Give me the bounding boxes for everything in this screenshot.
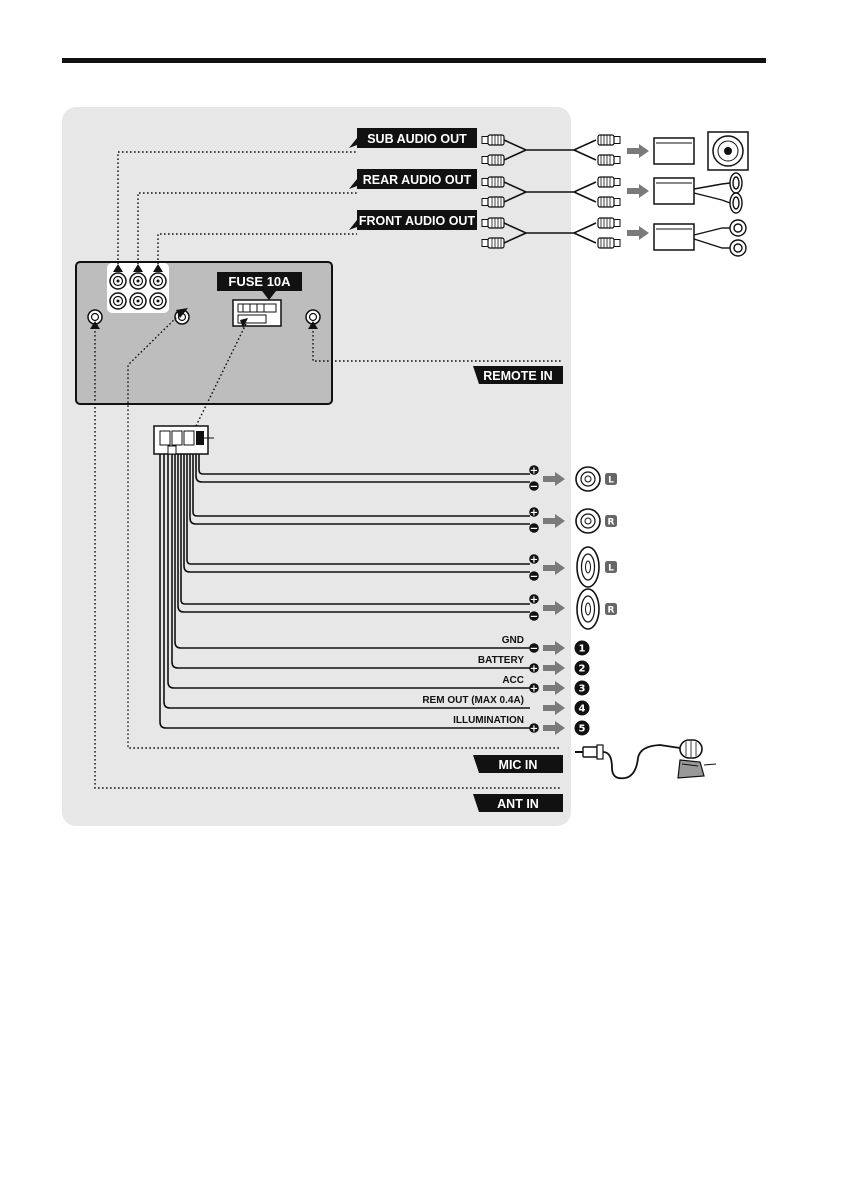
svg-text:ANT IN: ANT IN bbox=[497, 797, 539, 811]
svg-text:FRONT AUDIO OUT: FRONT AUDIO OUT bbox=[359, 214, 476, 228]
arrow-to-front-amp bbox=[627, 226, 649, 240]
svg-text:+: + bbox=[530, 724, 538, 735]
svg-text:+: + bbox=[530, 508, 538, 519]
svg-text:L: L bbox=[608, 564, 614, 574]
speaker-oval-icon bbox=[577, 547, 599, 587]
tag-sub-audio-out: SUB AUDIO OUT bbox=[349, 128, 477, 148]
svg-text:REAR AUDIO OUT: REAR AUDIO OUT bbox=[363, 173, 472, 187]
svg-text:3: 3 bbox=[579, 684, 586, 695]
svg-text:2: 2 bbox=[579, 664, 586, 675]
rca-jack-sub-bottom bbox=[110, 293, 126, 309]
svg-text:4: 4 bbox=[579, 704, 586, 715]
svg-text:L: L bbox=[608, 476, 614, 486]
number-badge-4: 4 bbox=[575, 701, 590, 716]
svg-text:+: + bbox=[530, 595, 538, 606]
svg-text:−: − bbox=[530, 612, 538, 623]
tag-front-audio-out: FRONT AUDIO OUT bbox=[349, 210, 477, 230]
tag-ant-in: ANT IN bbox=[473, 794, 563, 812]
channel-badge-right: R bbox=[605, 515, 617, 528]
svg-text:−: − bbox=[530, 572, 538, 583]
wire-label-gnd: GND bbox=[502, 635, 524, 646]
wire-label-battery: BATTERY bbox=[478, 655, 524, 666]
svg-text:+: + bbox=[530, 684, 538, 695]
svg-text:+: + bbox=[530, 664, 538, 675]
svg-text:−: − bbox=[530, 524, 538, 535]
arrow-to-rear-amp bbox=[627, 184, 649, 198]
rca-jack-front-top bbox=[150, 273, 166, 289]
rca-jack-sub-top bbox=[110, 273, 126, 289]
svg-text:1: 1 bbox=[579, 644, 586, 655]
channel-badge-right: R bbox=[605, 603, 617, 616]
power-socket bbox=[233, 300, 281, 326]
rca-jack-rear-top bbox=[130, 273, 146, 289]
svg-text:+: + bbox=[530, 466, 538, 477]
svg-text:−: − bbox=[530, 644, 538, 655]
svg-text:REMOTE IN: REMOTE IN bbox=[483, 369, 552, 383]
arrow-to-sub-amp bbox=[627, 144, 649, 158]
svg-text:R: R bbox=[608, 606, 615, 616]
svg-text:−: − bbox=[530, 482, 538, 493]
number-badge-2: 2 bbox=[575, 661, 590, 676]
header-rule bbox=[62, 58, 766, 63]
tag-mic-in: MIC IN bbox=[473, 755, 563, 773]
number-badge-3: 3 bbox=[575, 681, 590, 696]
rca-jack-rear-bottom bbox=[130, 293, 146, 309]
svg-text:R: R bbox=[608, 518, 615, 528]
wire-label-rem-out: REM OUT (MAX 0.4A) bbox=[422, 695, 524, 706]
channel-badge-left: L bbox=[605, 473, 617, 486]
harness-connector bbox=[154, 426, 214, 454]
number-badge-5: 5 bbox=[575, 721, 590, 736]
tag-rear-audio-out: REAR AUDIO OUT bbox=[349, 169, 477, 189]
rca-jack-front-bottom bbox=[150, 293, 166, 309]
number-badge-1: 1 bbox=[575, 641, 590, 656]
svg-text:+: + bbox=[530, 555, 538, 566]
sub-amplifier bbox=[654, 138, 694, 164]
front-amplifier bbox=[654, 224, 694, 250]
front-speaker-pair-icon bbox=[694, 220, 746, 256]
speaker-round-icon bbox=[576, 467, 600, 491]
wire-label-illumination: ILLUMINATION bbox=[453, 715, 524, 726]
microphone-icon bbox=[575, 740, 716, 778]
svg-text:MIC IN: MIC IN bbox=[499, 758, 538, 772]
speaker-round-icon bbox=[576, 509, 600, 533]
speaker-oval-icon bbox=[577, 589, 599, 629]
svg-text:SUB AUDIO OUT: SUB AUDIO OUT bbox=[367, 132, 467, 146]
tag-remote-in: REMOTE IN bbox=[473, 366, 563, 384]
svg-text:5: 5 bbox=[579, 724, 586, 735]
rear-amplifier bbox=[654, 178, 694, 204]
wire-label-acc: ACC bbox=[502, 675, 524, 686]
fuse-label: FUSE 10A bbox=[228, 274, 291, 289]
channel-badge-left: L bbox=[605, 561, 617, 574]
subwoofer-icon bbox=[708, 132, 748, 170]
rear-speaker-pair-icon bbox=[694, 173, 742, 213]
